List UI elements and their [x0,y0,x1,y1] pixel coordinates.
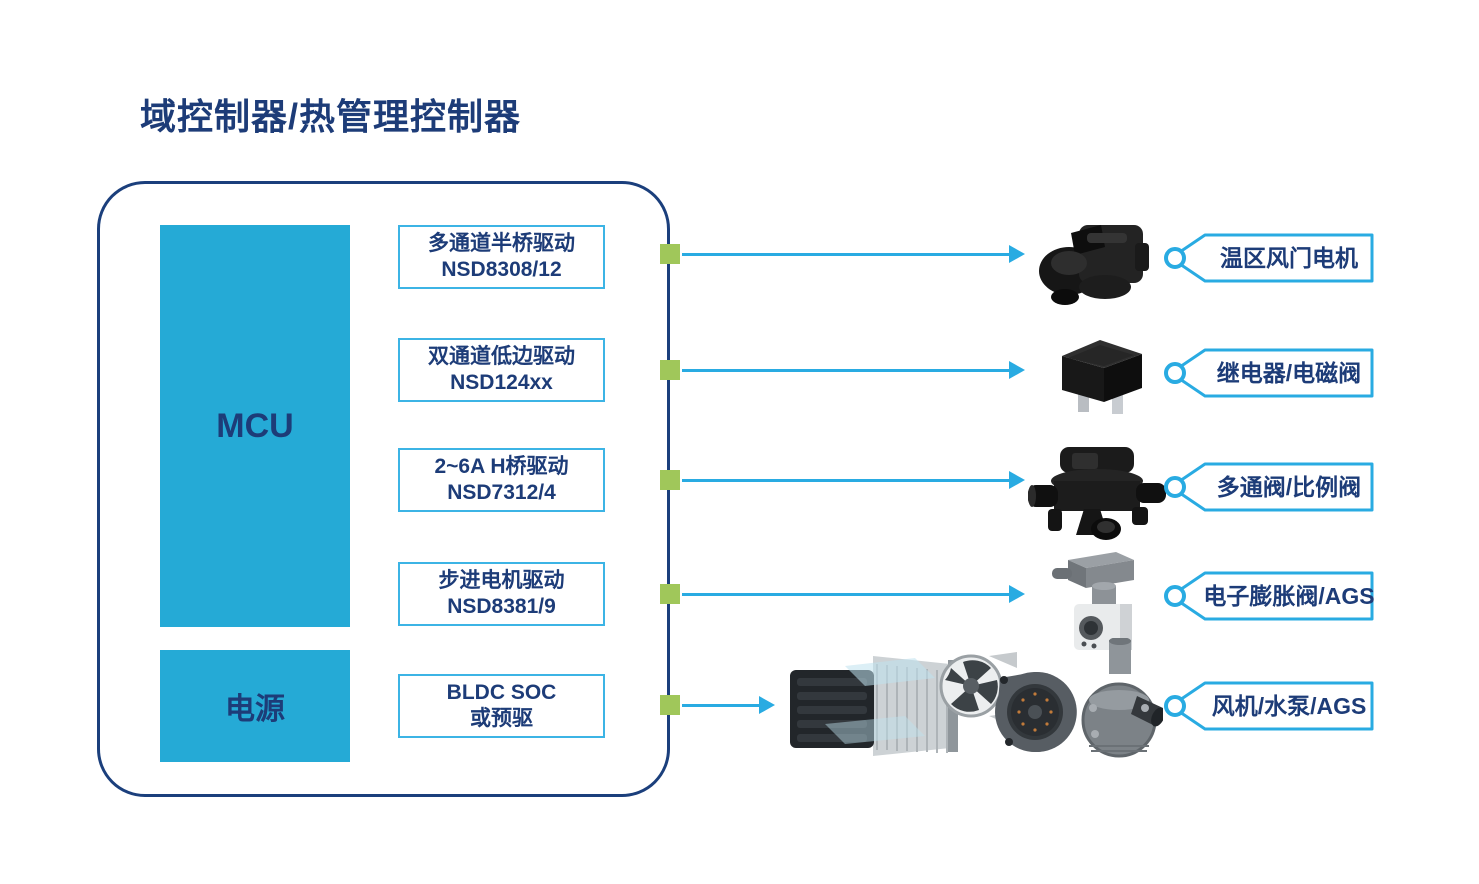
arrow-head-icon [1009,245,1025,263]
arrow-head-icon [1009,471,1025,489]
mcu-label: MCU [216,406,294,445]
tag-ring-icon [1164,585,1186,607]
power-block: 电源 [160,650,350,762]
signal-arrow [682,361,1025,379]
arrow-line [682,252,1012,256]
driver-part-number: 或预驱 [470,707,533,730]
arrow-line [682,368,1012,372]
arrow-line [682,592,1012,596]
mcu-block: MCU [160,225,350,627]
arrow-line [682,478,1012,482]
signal-arrow [682,696,775,714]
relay-image [1048,332,1154,418]
arrow-head-icon [1009,585,1025,603]
arrow-head-icon [1009,361,1025,379]
tag-ring-icon [1164,247,1186,269]
output-tag-relay-solenoid: 继电器/电磁阀 [1163,347,1378,399]
driver-box-bldc-soc: BLDC SOC 或预驱 [398,674,605,738]
signal-arrow [682,585,1025,603]
damper-actuator-image [1035,213,1157,310]
radiator-fan-blower-pump-image [785,637,1165,776]
tag-label: 多通阀/比例阀 [1217,474,1361,500]
driver-box-half-bridge: 多通道半桥驱动 NSD8308/12 [398,225,605,289]
driver-part-number: NSD8381/9 [447,595,556,618]
output-tag-damper-motor: 温区风门电机 [1163,232,1378,284]
driver-box-h-bridge: 2~6A H桥驱动 NSD7312/4 [398,448,605,512]
page-title: 域控制器/热管理控制器 [140,96,522,137]
driver-name: 多通道半桥驱动 [428,231,575,255]
tag-ring-icon [1164,362,1186,384]
connector-node [660,244,680,264]
connector-node [660,470,680,490]
driver-name: 双通道低边驱动 [428,344,575,368]
driver-name: BLDC SOC [446,680,557,704]
tag-label: 电子膨胀阀/AGS [1203,583,1374,609]
output-tag-fan-pump: 风机/水泵/AGS [1163,680,1378,732]
connector-node [660,695,680,715]
driver-box-stepper: 步进电机驱动 NSD8381/9 [398,562,605,626]
tag-label: 温区风门电机 [1220,245,1358,271]
arrow-head-icon [759,696,775,714]
driver-name: 步进电机驱动 [438,568,565,592]
tag-ring-icon [1164,476,1186,498]
connector-node [660,584,680,604]
driver-part-number: NSD7312/4 [447,481,556,504]
power-label: 电源 [225,693,285,726]
tag-label: 继电器/电磁阀 [1217,360,1361,386]
driver-name: 2~6A H桥驱动 [434,454,569,478]
multiway-valve-image [1028,443,1166,541]
output-tag-multiway-valve: 多通阀/比例阀 [1163,461,1378,513]
connector-node [660,360,680,380]
signal-arrow [682,245,1025,263]
driver-part-number: NSD124xx [450,371,553,394]
output-tag-expansion-valve: 电子膨胀阀/AGS [1163,570,1378,622]
arrow-line [682,703,762,707]
driver-box-low-side: 双通道低边驱动 NSD124xx [398,338,605,402]
tag-ring-icon [1164,695,1186,717]
driver-part-number: NSD8308/12 [441,258,562,281]
tag-label: 风机/水泵/AGS [1212,693,1367,719]
signal-arrow [682,471,1025,489]
